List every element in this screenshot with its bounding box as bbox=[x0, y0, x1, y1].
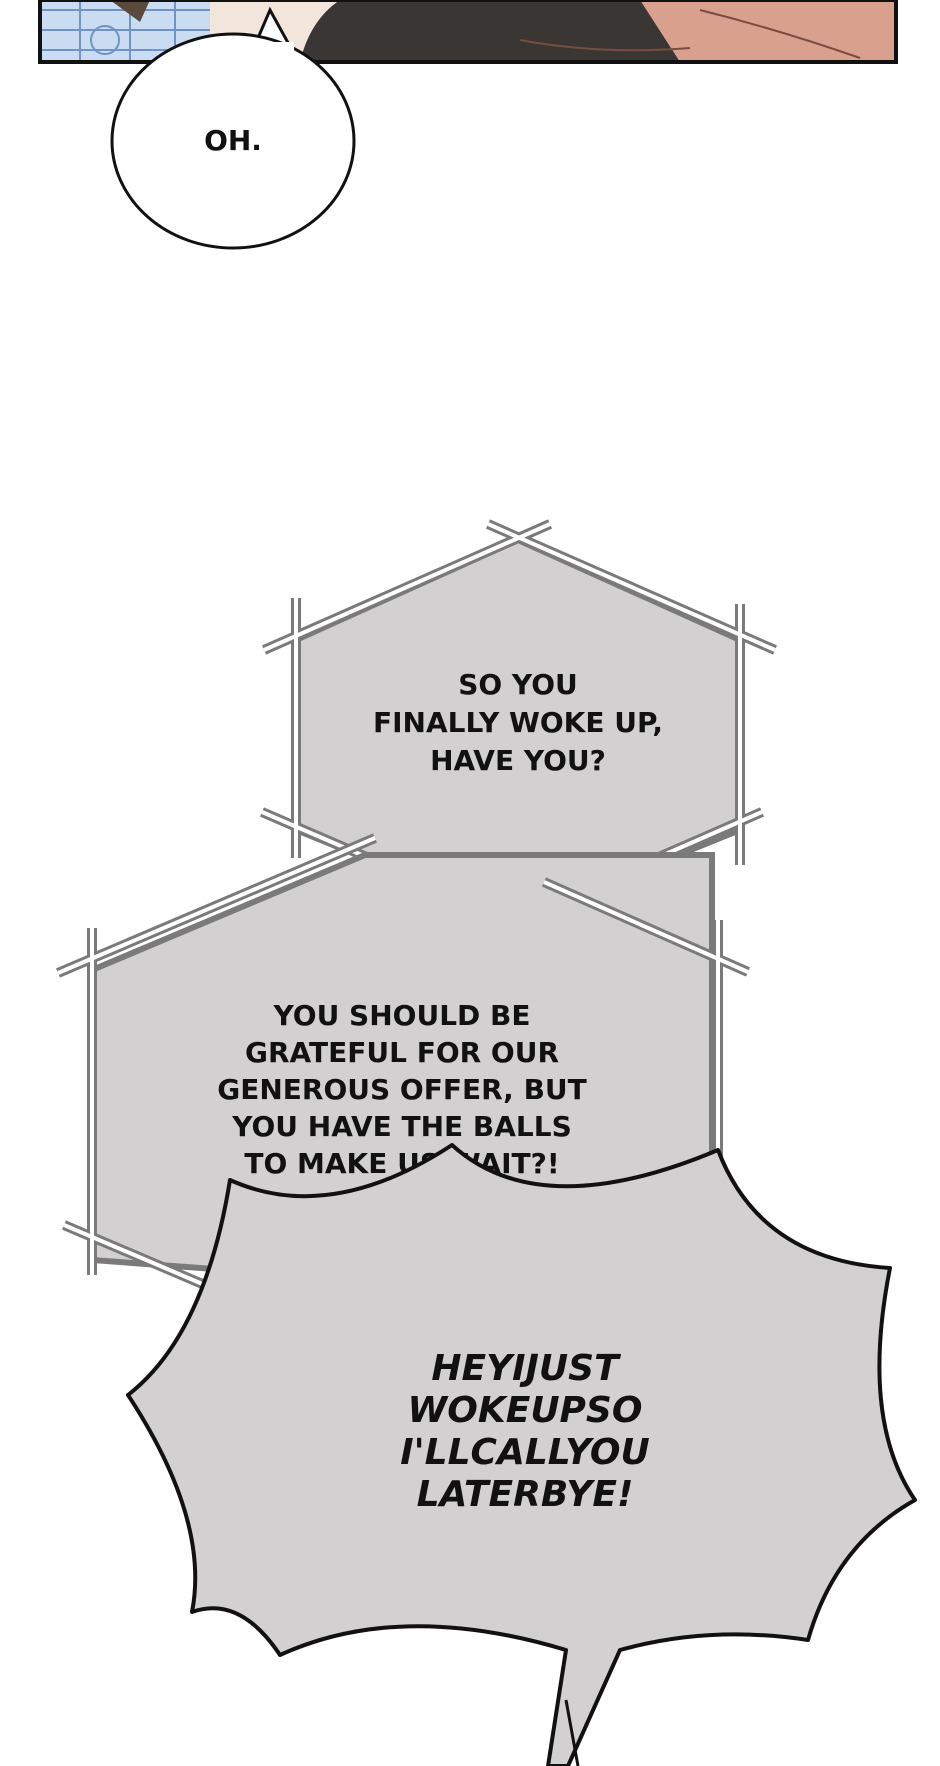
skin-area bbox=[640, 0, 896, 62]
grateful-line-4: YOU HAVE THE BALLS bbox=[231, 1110, 572, 1143]
bubble-oh-text: OH. bbox=[204, 124, 262, 157]
shout-line-2: WOKEUPSO bbox=[408, 1390, 643, 1431]
top-panel bbox=[38, 0, 898, 64]
woke-up-line-1: SO YOU bbox=[458, 668, 578, 701]
shout-line-3: I'LLCALLYOU bbox=[400, 1432, 649, 1473]
woke-up-line-2: FINALLY WOKE UP, bbox=[373, 706, 663, 739]
dark-clothing bbox=[300, 0, 760, 62]
shout-line-1: HEYIJUST bbox=[431, 1348, 621, 1389]
grateful-line-1: YOU SHOULD BE bbox=[272, 999, 530, 1032]
shout-bubble: HEYIJUST WOKEUPSO I'LLCALLYOU LATERBYE! bbox=[126, 1143, 917, 1766]
grateful-line-3: GENEROUS OFFER, BUT bbox=[217, 1073, 587, 1106]
grateful-line-2: GRATEFUL FOR OUR bbox=[245, 1036, 559, 1069]
shout-line-4: LATERBYE! bbox=[417, 1474, 634, 1515]
speech-bubble-oh: OH. bbox=[110, 6, 356, 250]
woke-up-line-3: HAVE YOU? bbox=[430, 744, 606, 777]
